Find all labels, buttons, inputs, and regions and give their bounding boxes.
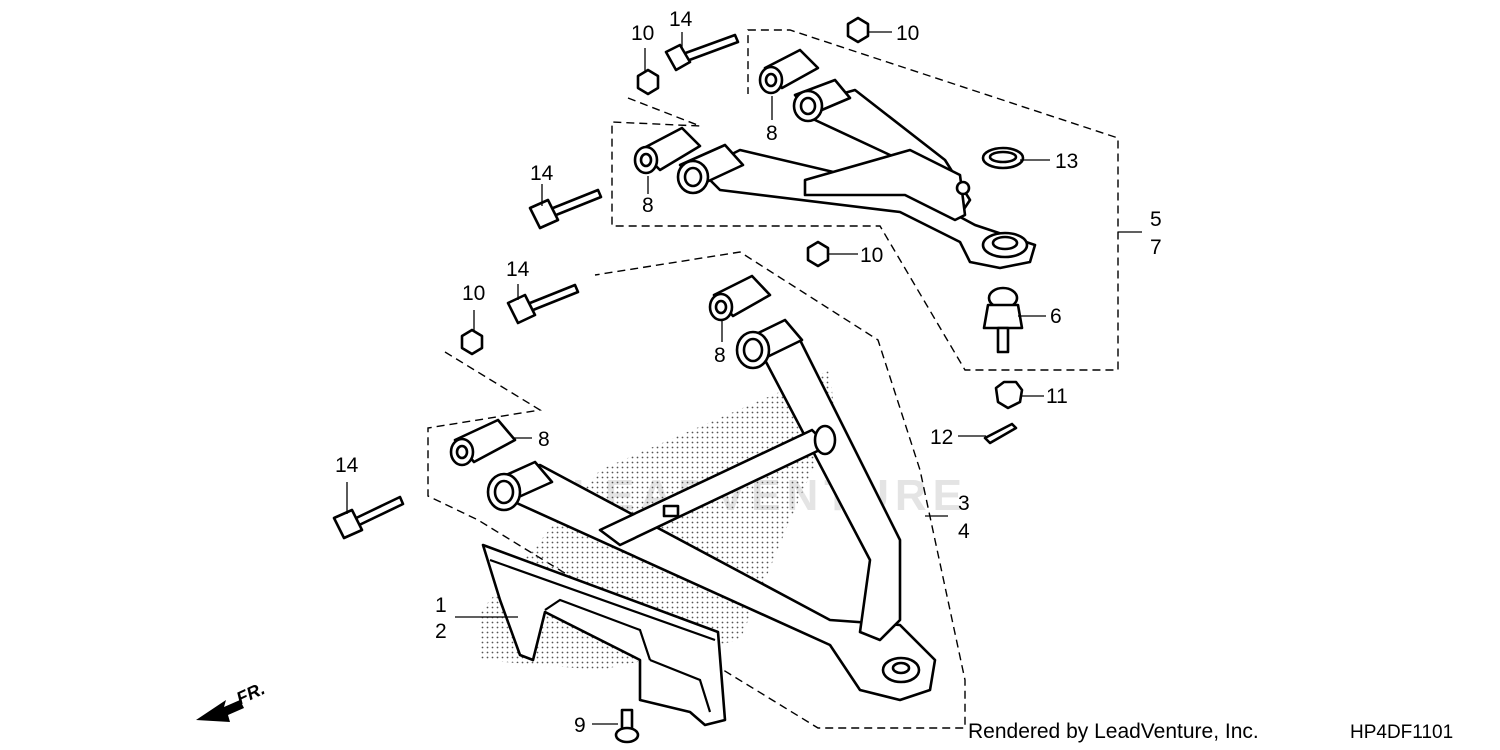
callout-2: 2 [435, 620, 447, 643]
snap-ring-13 [981, 146, 1025, 170]
bushing-8-lower-left [449, 418, 517, 467]
bolt-14-lower-left [332, 495, 405, 540]
callout-8: 8 [538, 428, 550, 451]
bolt-14-top [664, 33, 740, 72]
lower-arm-group-outline [427, 251, 966, 729]
callout-4: 4 [958, 520, 970, 543]
bolt-14-middle [506, 283, 580, 325]
callout-14: 14 [506, 258, 530, 281]
nut-10-middle-right [806, 240, 830, 268]
callout-8: 8 [642, 194, 654, 217]
diagram-code: HP4DF1101 [1350, 722, 1454, 743]
bushing-8-lower-right [708, 274, 772, 322]
flange-bolt-9 [614, 708, 640, 744]
callout-10: 10 [462, 282, 485, 305]
callout-13: 13 [1055, 150, 1078, 173]
cotter-pin-12 [983, 422, 1018, 445]
front-arrow-icon: FR. [196, 678, 268, 722]
callout-14: 14 [335, 454, 359, 477]
nut-10-top-left [636, 68, 660, 96]
callout-11: 11 [1046, 385, 1068, 408]
callout-10: 10 [860, 244, 883, 267]
ball-joint-6 [982, 286, 1024, 354]
callouts: 10 14 10 8 14 8 13 5 7 10 14 10 6 8 11 1… [335, 8, 1162, 737]
callout-7: 7 [1150, 236, 1162, 259]
leader-lines [346, 31, 1142, 725]
bolt-14-upper-left [528, 188, 603, 230]
callout-10: 10 [896, 22, 919, 45]
nut-10-middle-left [460, 328, 484, 356]
callout-3: 3 [958, 492, 970, 515]
render-credit: Rendered by LeadVenture, Inc. [968, 720, 1259, 743]
callout-12: 12 [930, 426, 953, 449]
bushing-8-upper-left [633, 126, 702, 175]
callout-1: 1 [435, 594, 447, 617]
lower-a-arm [486, 318, 937, 702]
callout-6: 6 [1050, 305, 1062, 328]
callout-8: 8 [714, 344, 726, 367]
nut-10-top-right [846, 16, 870, 44]
bushing-8-upper-right [758, 48, 820, 95]
upper-arm-group-outline [611, 29, 1119, 371]
callout-10: 10 [631, 22, 654, 45]
callout-14: 14 [530, 162, 554, 185]
callout-5: 5 [1150, 208, 1162, 231]
upper-a-arm [676, 78, 1037, 270]
callout-8: 8 [766, 122, 778, 145]
callout-14: 14 [669, 8, 693, 31]
callout-9: 9 [574, 714, 586, 737]
castle-nut-11 [994, 380, 1024, 410]
